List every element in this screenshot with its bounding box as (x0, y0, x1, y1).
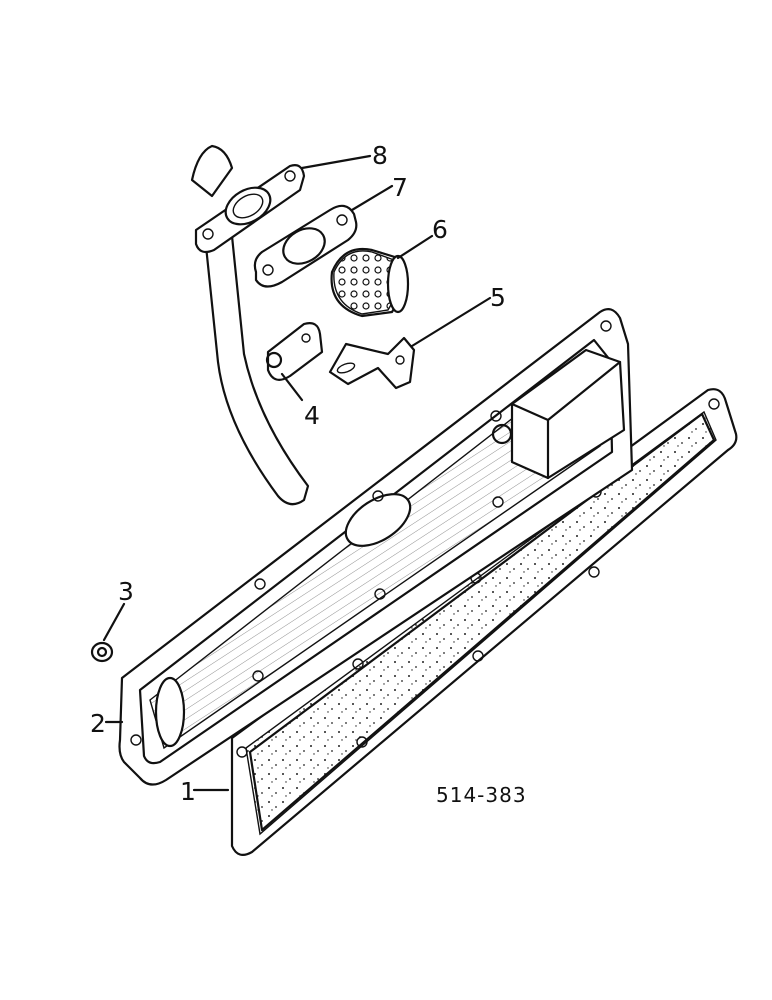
callout-7: 7 (392, 173, 408, 202)
callout-2: 2 (90, 709, 106, 738)
part-number-code: 514-383 (436, 783, 527, 807)
nut-part-3 (90, 641, 114, 663)
callout-1: 1 (180, 777, 196, 806)
callout-5: 5 (490, 283, 506, 312)
rocker-cover-part-2 (118, 307, 634, 786)
leader-lines (102, 154, 492, 792)
bracket-part-5 (328, 336, 416, 390)
callout-4: 4 (304, 401, 320, 430)
breather-pipe-part-8 (190, 144, 310, 506)
clip-part-4 (265, 322, 324, 381)
callout-3: 3 (118, 577, 134, 606)
cover-bolt-holes (130, 320, 612, 746)
filter-part-6 (330, 247, 410, 318)
callout-8: 8 (372, 141, 388, 170)
callout-6: 6 (432, 215, 448, 244)
flange-gasket-part-7 (253, 204, 358, 288)
